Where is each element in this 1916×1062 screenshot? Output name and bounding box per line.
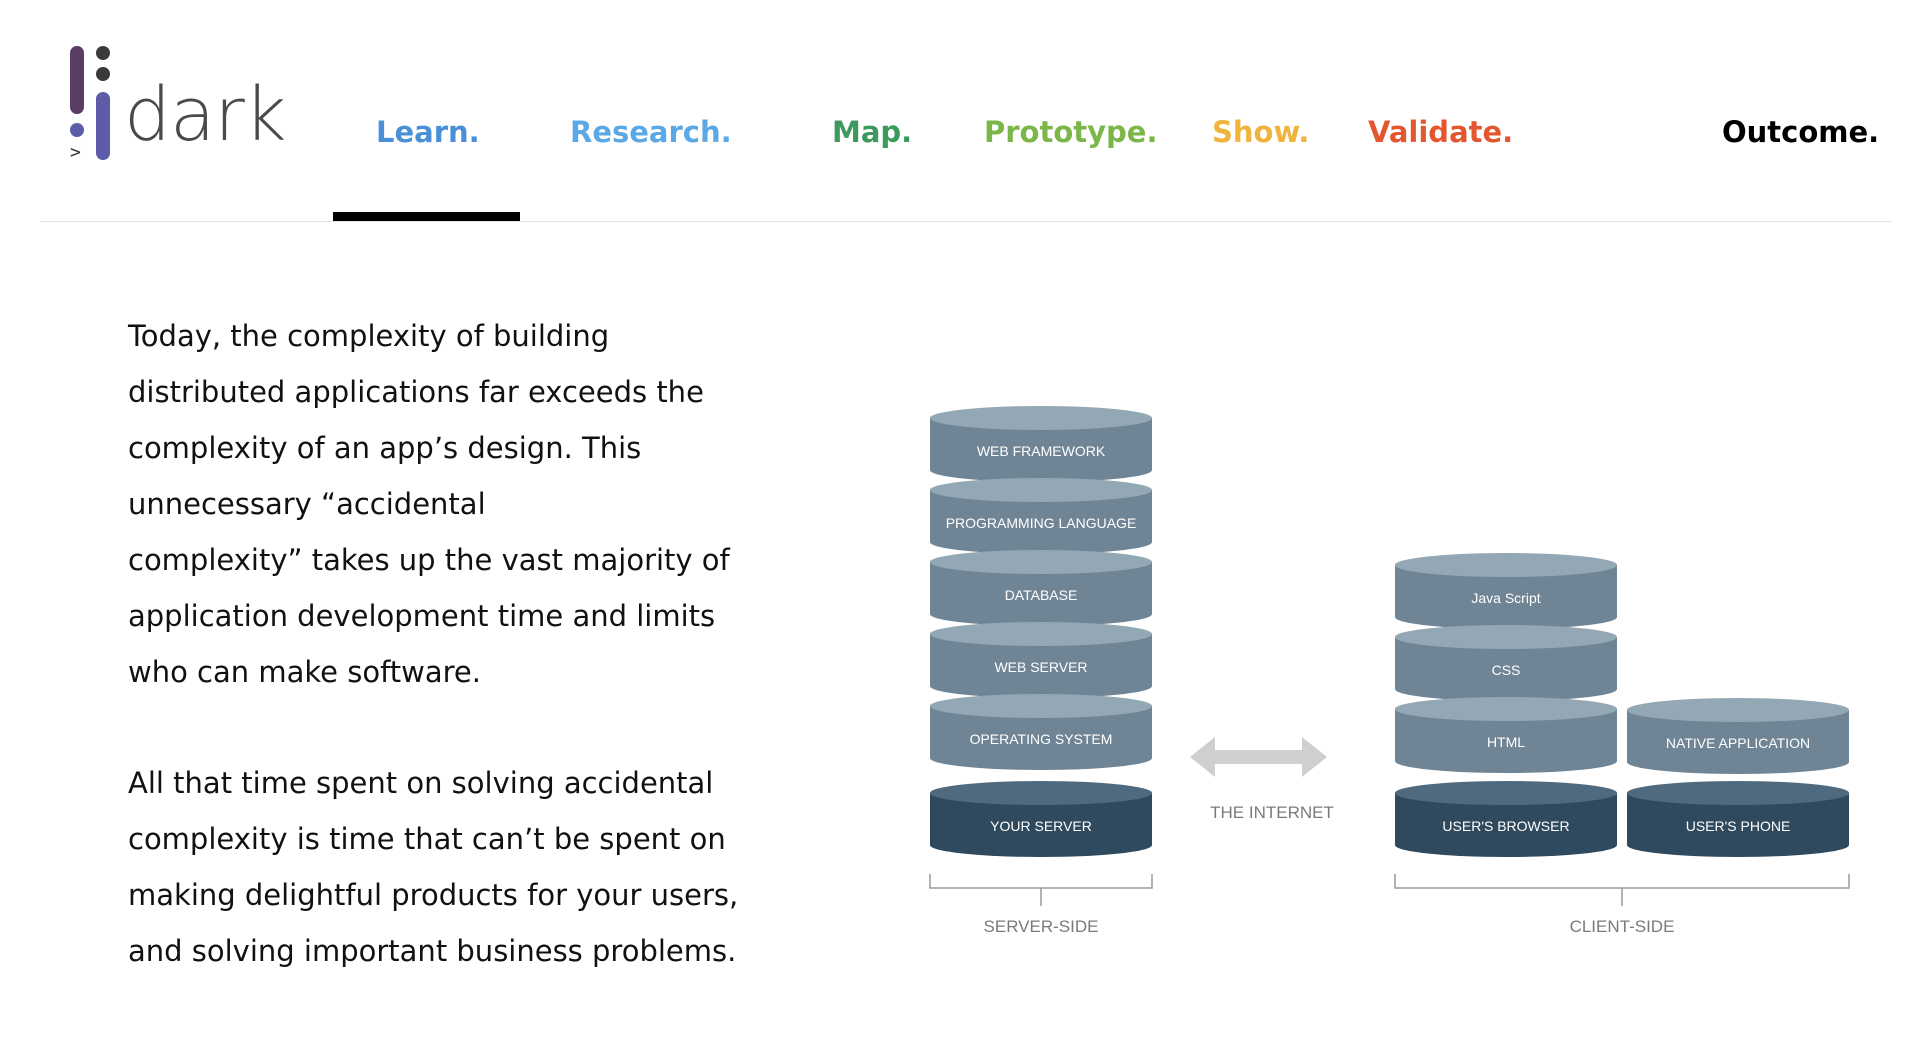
users-phone-disk-label: USER'S PHONE	[1686, 818, 1791, 834]
client-layer-1-label: Java Script	[1471, 590, 1540, 606]
your-server-disk-label: YOUR SERVER	[990, 818, 1092, 834]
svg-text:>: >	[70, 142, 81, 163]
server-layer-4-label: WEB SERVER	[994, 659, 1087, 675]
text-line: All that time spent on solving accidenta…	[128, 766, 714, 800]
client-layer-3: HTML	[1395, 697, 1617, 773]
architecture-diagram: WEB FRAMEWORK PROGRAMMING LANGUAGE DATABAS…	[900, 390, 1850, 950]
text-line: and solving important business problems.	[128, 934, 737, 968]
stack-diagram-svg: WEB FRAMEWORK PROGRAMMING LANGUAGE DATABAS…	[929, 406, 1850, 936]
users-browser-disk: USER'S BROWSER	[1395, 781, 1617, 857]
server-layer-3-label: DATABASE	[1005, 587, 1078, 603]
top-nav: Learn. Research. Map. Prototype. Show. V…	[0, 112, 1916, 152]
server-layer-5: OPERATING SYSTEM	[930, 694, 1152, 770]
nav-research[interactable]: Research.	[570, 115, 732, 149]
nav-learn[interactable]: Learn.	[376, 115, 480, 149]
server-layer-3: DATABASE	[930, 550, 1152, 626]
client-layer-2: CSS	[1395, 625, 1617, 701]
text-line: application development time and limits	[128, 599, 716, 633]
nav-prototype[interactable]: Prototype.	[984, 115, 1158, 149]
client-layer-1: Java Script	[1395, 553, 1617, 629]
client-layer-3-label: HTML	[1487, 734, 1525, 750]
logo-mark-icon: >	[70, 46, 110, 163]
native-layer-1: NATIVE APPLICATION	[1627, 698, 1849, 774]
active-tab-indicator	[333, 212, 520, 221]
server-layer-2: PROGRAMMING LANGUAGE	[930, 478, 1152, 554]
client-layer-2-label: CSS	[1492, 662, 1521, 678]
server-layer-1-label: WEB FRAMEWORK	[977, 443, 1106, 459]
nav-show[interactable]: Show.	[1212, 115, 1310, 149]
text-line: making delightful products for your user…	[128, 878, 739, 912]
text-line: complexity” takes up the vast majority o…	[128, 543, 730, 577]
nav-validate[interactable]: Validate.	[1368, 115, 1514, 149]
header-divider	[40, 221, 1892, 222]
paragraph-1: Today, the complexity of building distri…	[128, 308, 768, 700]
server-side-bracket-label: SERVER-SIDE	[984, 917, 1099, 936]
dark-logo[interactable]: >	[62, 40, 282, 170]
server-layer-1: WEB FRAMEWORK	[930, 406, 1152, 482]
intro-copy: Today, the complexity of building distri…	[128, 308, 768, 1034]
server-side-bracket: SERVER-SIDE	[929, 874, 1153, 936]
server-layer-2-label: PROGRAMMING LANGUAGE	[946, 515, 1137, 531]
text-line: complexity of an app’s design. This	[128, 431, 642, 465]
server-layer-5-label: OPERATING SYSTEM	[970, 731, 1113, 747]
paragraph-2: All that time spent on solving accidenta…	[128, 755, 768, 979]
server-layer-4: WEB SERVER	[930, 622, 1152, 698]
text-line: complexity is time that can’t be spent o…	[128, 822, 726, 856]
native-layer-1-label: NATIVE APPLICATION	[1666, 735, 1810, 751]
text-line: unnecessary “accidental	[128, 487, 486, 521]
nav-map[interactable]: Map.	[832, 115, 913, 149]
internet-arrow-icon	[1190, 737, 1327, 777]
users-browser-disk-label: USER'S BROWSER	[1442, 818, 1569, 834]
internet-label: THE INTERNET	[1210, 803, 1334, 822]
nav-outcome[interactable]: Outcome.	[1722, 115, 1880, 149]
client-side-bracket-label: CLIENT-SIDE	[1570, 917, 1675, 936]
text-line: Today, the complexity of building	[128, 319, 610, 353]
text-line: who can make software.	[128, 655, 481, 689]
text-line: distributed applications far exceeds the	[128, 375, 704, 409]
logo-wordmark: dark	[124, 72, 287, 158]
your-server-disk: YOUR SERVER	[930, 781, 1152, 857]
users-phone-disk: USER'S PHONE	[1627, 781, 1849, 857]
client-side-bracket: CLIENT-SIDE	[1394, 874, 1850, 936]
